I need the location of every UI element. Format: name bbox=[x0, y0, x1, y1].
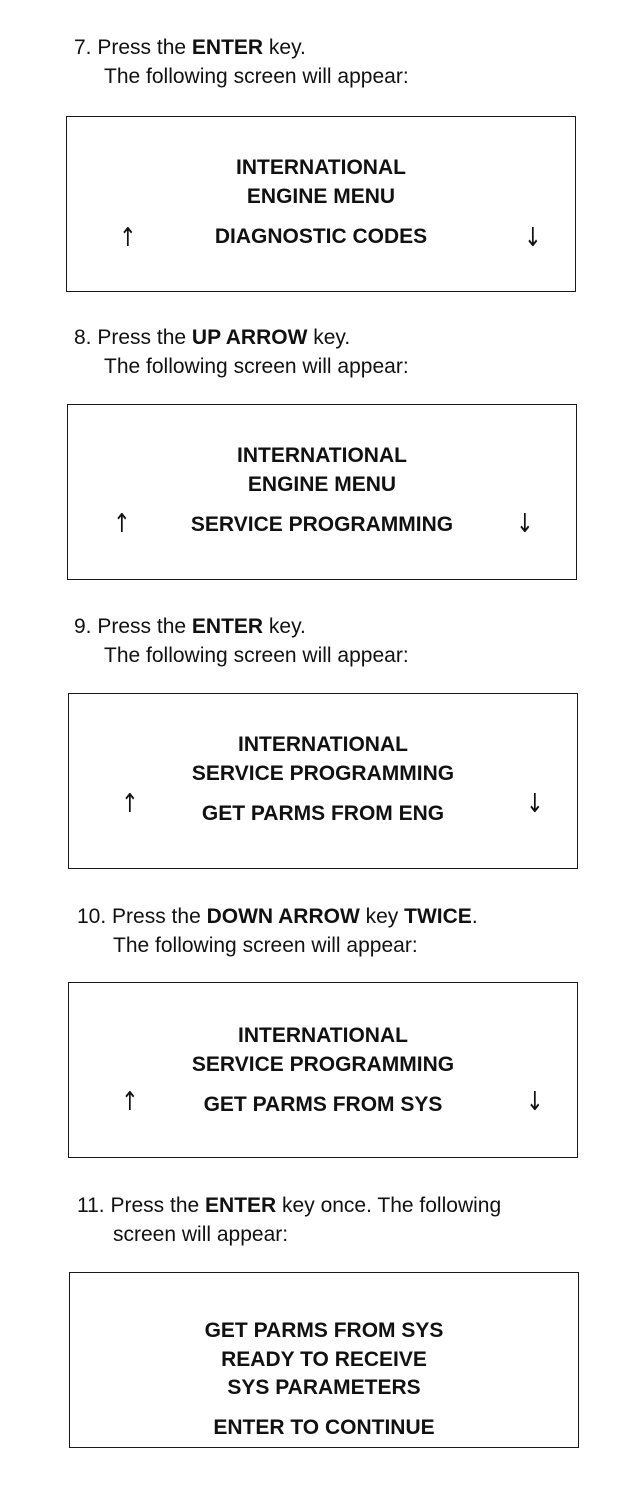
screen-display-ready-to-receive: GET PARMS FROM SYS READY TO RECEIVE SYS … bbox=[69, 1272, 579, 1448]
screen-display-engine-menu-diagnostic: INTERNATIONAL ENGINE MENU DIAGNOSTIC COD… bbox=[66, 116, 576, 292]
screen-line: SERVICE PROGRAMMING bbox=[191, 1053, 455, 1076]
key-name: ENTER bbox=[205, 1194, 277, 1217]
step-11-followup: screen will appear: bbox=[113, 1223, 289, 1246]
screen-line: SYS PARAMETERS bbox=[227, 1376, 421, 1399]
step-7-followup: The following screen will appear: bbox=[104, 65, 409, 88]
key-name: ENTER bbox=[191, 36, 264, 59]
step-number: 7. bbox=[74, 36, 92, 59]
screen-line-selected: DIAGNOSTIC CODES bbox=[214, 225, 428, 248]
instruction-text: Press the bbox=[97, 36, 192, 59]
emphasis-text: TWICE bbox=[404, 905, 472, 928]
step-10-followup: The following screen will appear: bbox=[113, 934, 418, 957]
instruction-text: Press the bbox=[97, 326, 192, 349]
instruction-text: key. bbox=[263, 615, 306, 638]
instruction-text: key bbox=[359, 905, 405, 928]
screen-line: GET PARMS FROM SYS bbox=[204, 1319, 444, 1342]
screen-line: SERVICE PROGRAMMING bbox=[191, 762, 455, 785]
step-10-instruction: 10. Press the DOWN ARROW key TWICE. bbox=[77, 903, 478, 931]
up-arrow-icon: ↑ bbox=[121, 789, 139, 819]
instruction-text: . bbox=[471, 905, 478, 928]
screen-line: INTERNATIONAL bbox=[238, 1024, 408, 1047]
down-arrow-icon: ↓ bbox=[516, 509, 534, 539]
instruction-text: key once. The following bbox=[276, 1194, 502, 1217]
step-11-instruction: 11. Press the ENTER key once. The follow… bbox=[77, 1192, 501, 1220]
screen-line: INTERNATIONAL bbox=[237, 444, 407, 467]
down-arrow-icon: ↓ bbox=[526, 1087, 544, 1117]
instruction-text: Press the bbox=[110, 1194, 206, 1217]
screen-line: ENGINE MENU bbox=[246, 185, 396, 208]
step-number: 11. bbox=[77, 1194, 105, 1217]
step-number: 8. bbox=[74, 326, 92, 349]
screen-line: ENGINE MENU bbox=[247, 473, 397, 496]
instruction-text: key. bbox=[263, 36, 306, 59]
up-arrow-icon: ↑ bbox=[119, 223, 137, 253]
instruction-text: key. bbox=[307, 326, 351, 349]
down-arrow-icon: ↓ bbox=[524, 223, 542, 253]
step-number: 9. bbox=[74, 615, 92, 638]
up-arrow-icon: ↑ bbox=[121, 1087, 139, 1117]
key-name: DOWN ARROW bbox=[206, 905, 360, 928]
instruction-text: Press the bbox=[112, 905, 207, 928]
step-9-instruction: 9. Press the ENTER key. bbox=[74, 613, 306, 641]
step-8-instruction: 8. Press the UP ARROW key. bbox=[74, 324, 350, 352]
screen-line-prompt: ENTER TO CONTINUE bbox=[213, 1416, 435, 1439]
screen-display-service-programming-eng: INTERNATIONAL SERVICE PROGRAMMING GET PA… bbox=[68, 693, 578, 869]
screen-line: INTERNATIONAL bbox=[236, 156, 406, 179]
instruction-text: Press the bbox=[97, 615, 192, 638]
screen-line-selected: SERVICE PROGRAMMING bbox=[190, 513, 454, 536]
screen-line-selected: GET PARMS FROM SYS bbox=[203, 1093, 443, 1116]
screen-line: READY TO RECEIVE bbox=[221, 1348, 427, 1371]
screen-display-engine-menu-service: INTERNATIONAL ENGINE MENU SERVICE PROGRA… bbox=[67, 404, 577, 580]
screen-display-service-programming-sys: INTERNATIONAL SERVICE PROGRAMMING GET PA… bbox=[68, 982, 578, 1158]
up-arrow-icon: ↑ bbox=[113, 509, 131, 539]
step-7-instruction: 7. Press the ENTER key. bbox=[74, 34, 306, 62]
step-9-followup: The following screen will appear: bbox=[104, 644, 409, 667]
screen-line: INTERNATIONAL bbox=[238, 733, 408, 756]
step-8-followup: The following screen will appear: bbox=[104, 355, 409, 378]
key-name: ENTER bbox=[191, 615, 264, 638]
step-number: 10. bbox=[77, 905, 107, 928]
key-name: UP ARROW bbox=[191, 326, 308, 349]
screen-line-selected: GET PARMS FROM ENG bbox=[201, 802, 445, 825]
down-arrow-icon: ↓ bbox=[526, 789, 544, 819]
